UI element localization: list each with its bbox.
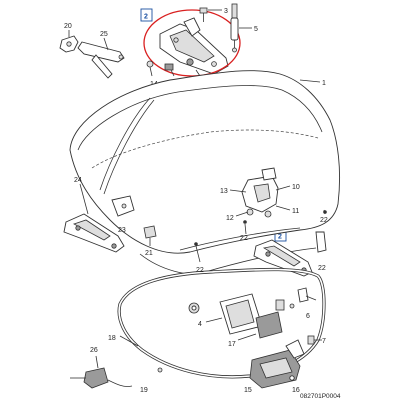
callout-12: 12 xyxy=(226,215,234,222)
part-1-trunk-lid xyxy=(69,70,340,254)
callout-19: 19 xyxy=(140,387,148,394)
highlight-circle xyxy=(143,9,241,77)
callout-24: 24 xyxy=(74,177,82,184)
part-4-plate-bracket xyxy=(205,293,263,335)
part-8-pin xyxy=(164,63,175,77)
callout-10: 10 xyxy=(292,184,300,191)
callout-5: 5 xyxy=(254,26,258,33)
part-14-clip xyxy=(146,60,154,77)
boxed-marker-top-label: 2 xyxy=(144,14,148,21)
part-17-lock-cylinder xyxy=(237,299,295,341)
part-9-bolt xyxy=(195,69,201,77)
part-5-gas-strut xyxy=(230,3,252,53)
hinge-assembly-highlighted xyxy=(143,9,241,77)
callout-15: 15 xyxy=(244,387,252,394)
grommet xyxy=(188,302,200,314)
part-7-stud xyxy=(307,335,322,345)
part-25-arm xyxy=(77,37,125,79)
part-24-left-hinge xyxy=(63,183,135,253)
callout-16: 16 xyxy=(292,387,300,394)
callout-26: 26 xyxy=(90,347,98,354)
callout-7: 7 xyxy=(322,338,326,345)
reference-code: 082701P0004 xyxy=(300,393,341,400)
callout-20: 20 xyxy=(64,23,72,30)
boxed-marker-right-label: 2 xyxy=(278,234,282,241)
callout-22-bottom-center: 22 xyxy=(196,267,204,274)
callout-22-center: 22 xyxy=(240,235,248,242)
callout-25: 25 xyxy=(100,31,108,38)
callout-23: 23 xyxy=(118,227,126,234)
callout-21: 21 xyxy=(145,250,153,257)
part-26-release-handle xyxy=(69,355,133,389)
callout-1: 1 xyxy=(322,80,326,87)
boxed-marker-top: 2 xyxy=(140,8,153,22)
callout-13: 13 xyxy=(220,188,228,195)
callout-3: 3 xyxy=(224,8,228,15)
callout-22-far-right: 22 xyxy=(318,265,326,272)
callout-18: 18 xyxy=(108,335,116,342)
callout-17: 17 xyxy=(228,341,236,348)
part-3-bolt xyxy=(199,7,222,22)
callout-6: 6 xyxy=(306,313,310,320)
part-6-clip xyxy=(297,287,317,303)
part-20-bracket xyxy=(59,30,79,53)
callout-4: 4 xyxy=(198,321,202,328)
callout-22-right: 22 xyxy=(320,217,328,224)
callout-11: 11 xyxy=(292,208,299,215)
lid-latch-assembly xyxy=(229,167,291,218)
part-15-latch xyxy=(249,339,305,389)
part-19-grommet xyxy=(157,367,163,373)
part-21-bumper xyxy=(143,225,157,246)
